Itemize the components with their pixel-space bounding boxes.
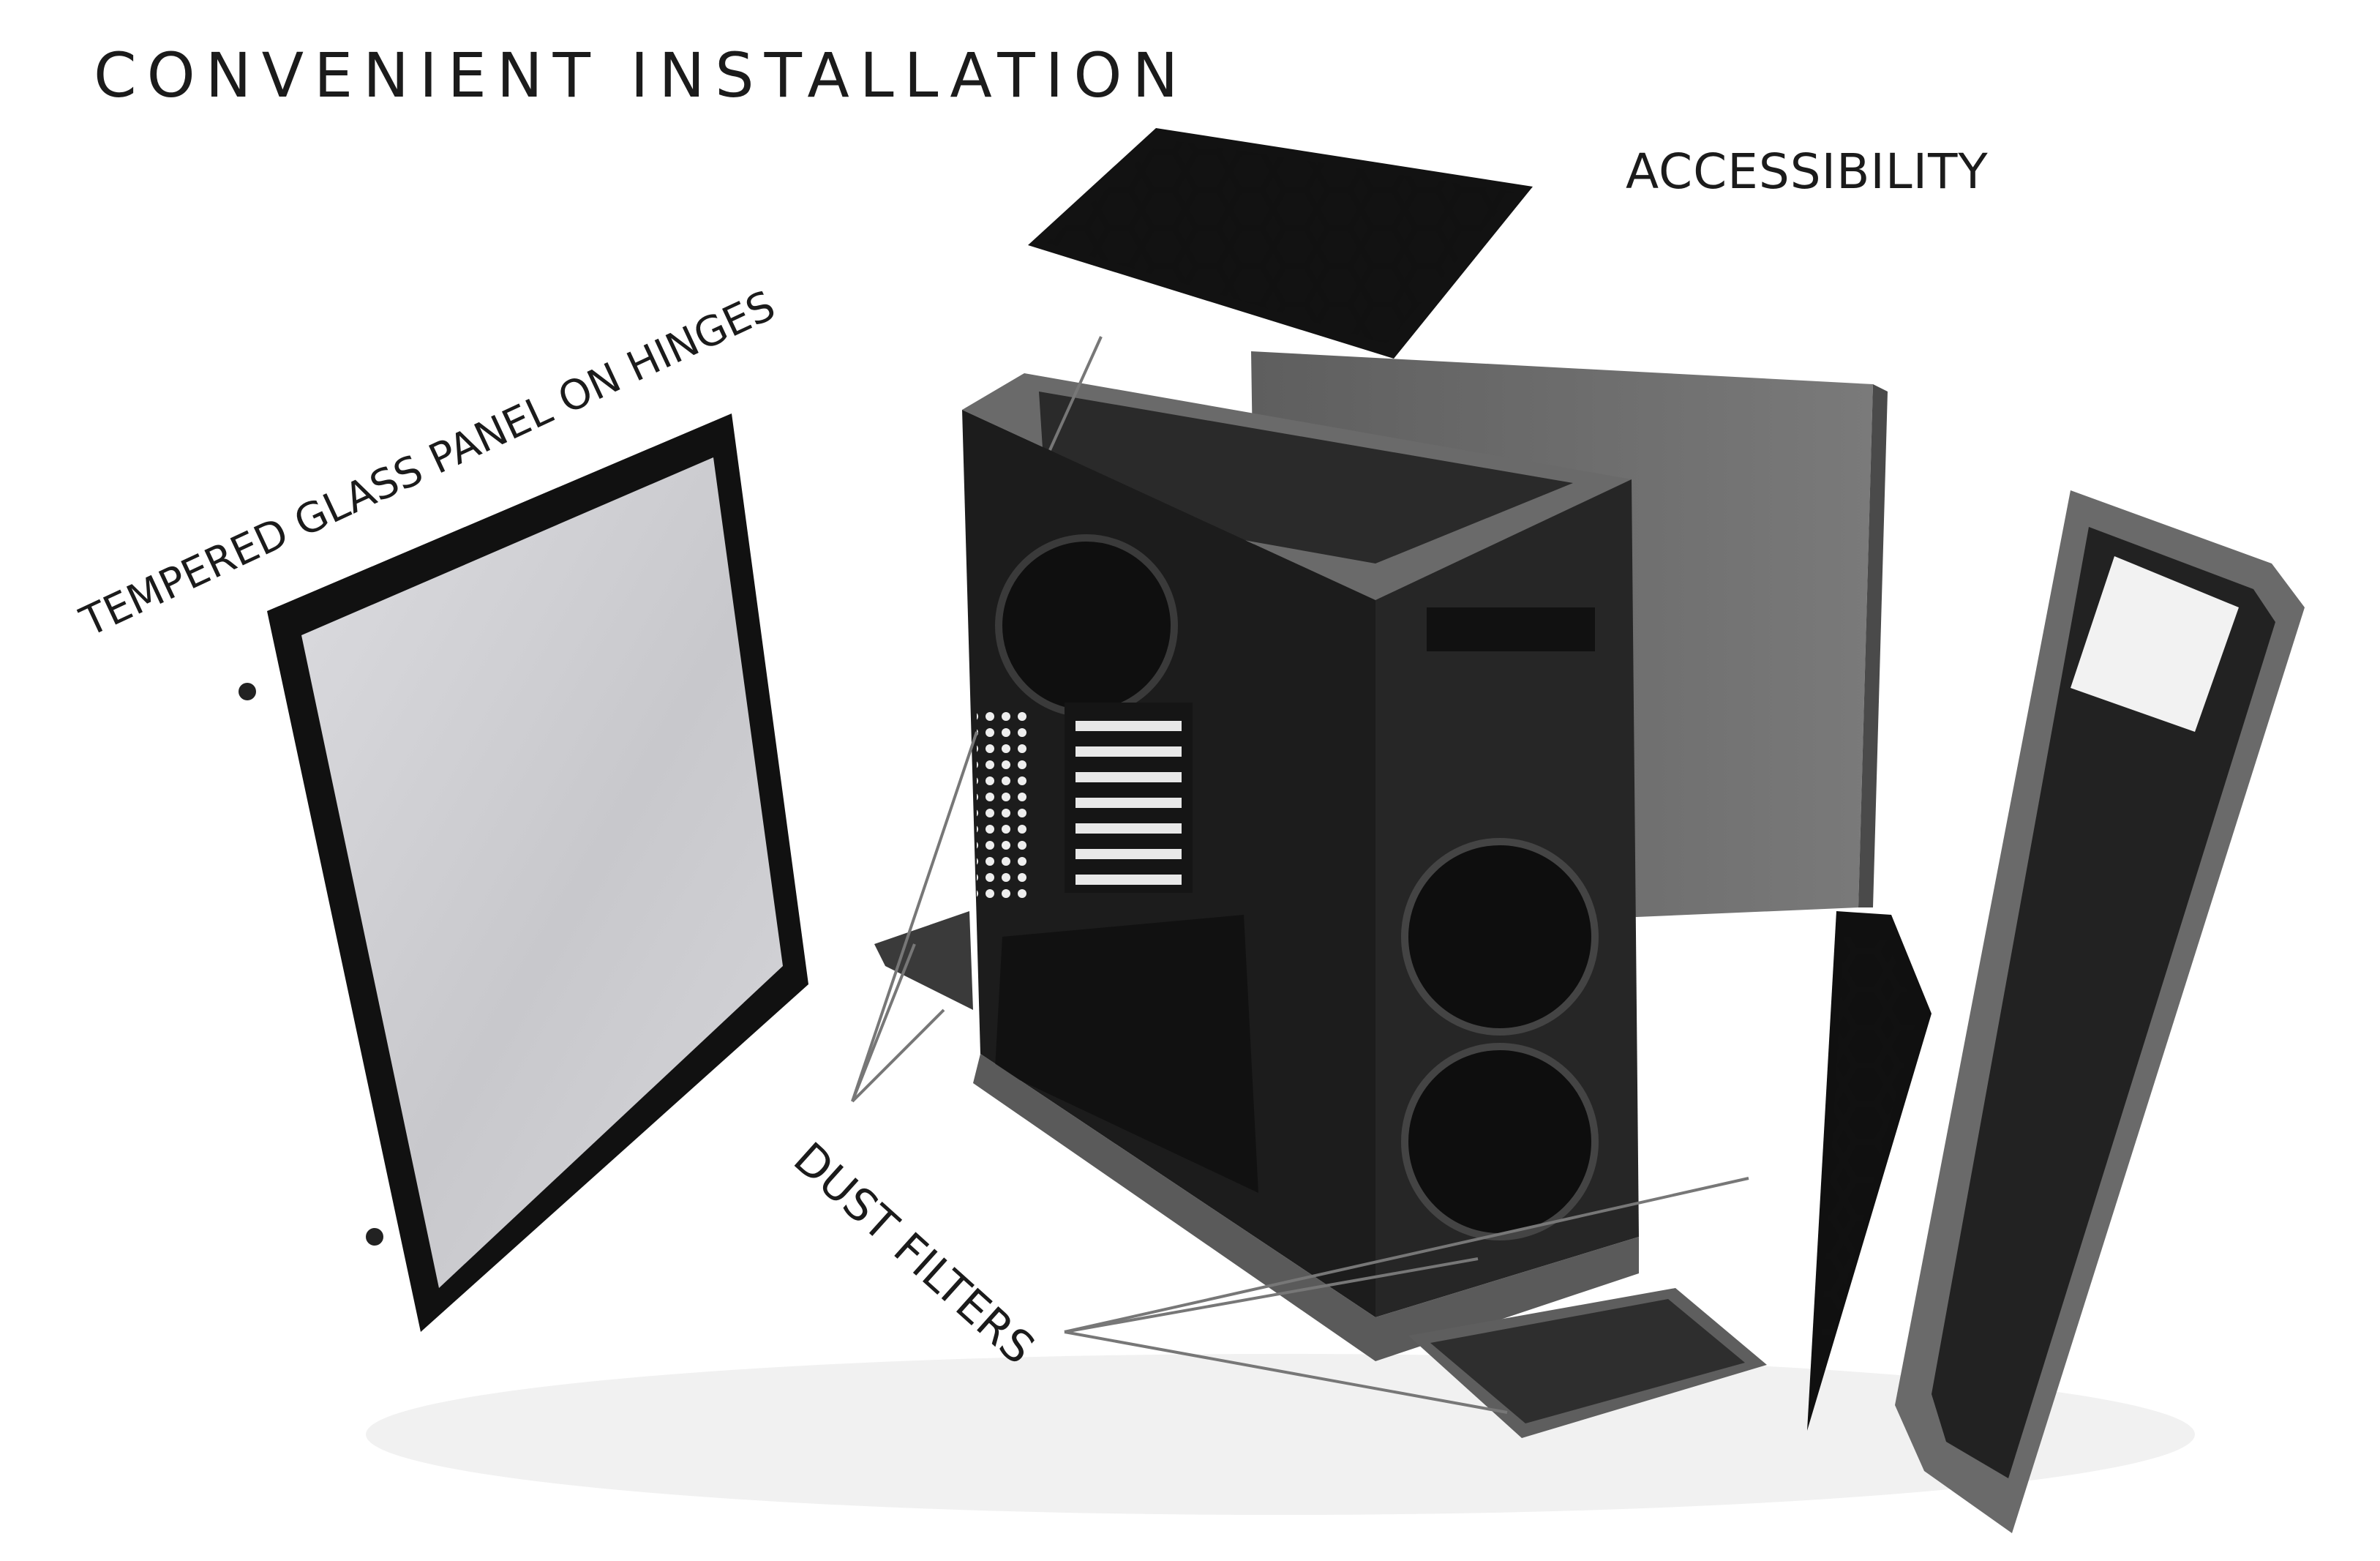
tempered-glass-panel	[239, 413, 808, 1332]
case-chassis	[962, 373, 1639, 1361]
psu-shroud	[995, 915, 1258, 1193]
bottom-dust-filter	[1408, 1288, 1767, 1438]
front-fan-top	[1401, 838, 1599, 1036]
side-dust-filter	[874, 911, 973, 1010]
callout-accessibility: ACCESSIBILITY	[1626, 143, 1989, 200]
floor-shadow	[366, 1354, 2195, 1515]
page-title: CONVENIENT INSTALLATION	[94, 40, 1189, 111]
pci-slots	[1065, 703, 1193, 893]
front-dust-filter	[1807, 911, 1932, 1431]
hinge-pin-bottom	[366, 1228, 383, 1246]
hinge-pin-top	[239, 683, 256, 700]
rear-mesh	[977, 710, 1032, 900]
front-io-panel	[1427, 607, 1595, 651]
callout-leader-lines	[851, 336, 1749, 1414]
front-fan-bottom	[1401, 1043, 1599, 1240]
front-bezel-panel	[1895, 490, 2305, 1533]
rear-fan	[995, 534, 1178, 717]
top-dust-filter	[1028, 128, 1533, 359]
